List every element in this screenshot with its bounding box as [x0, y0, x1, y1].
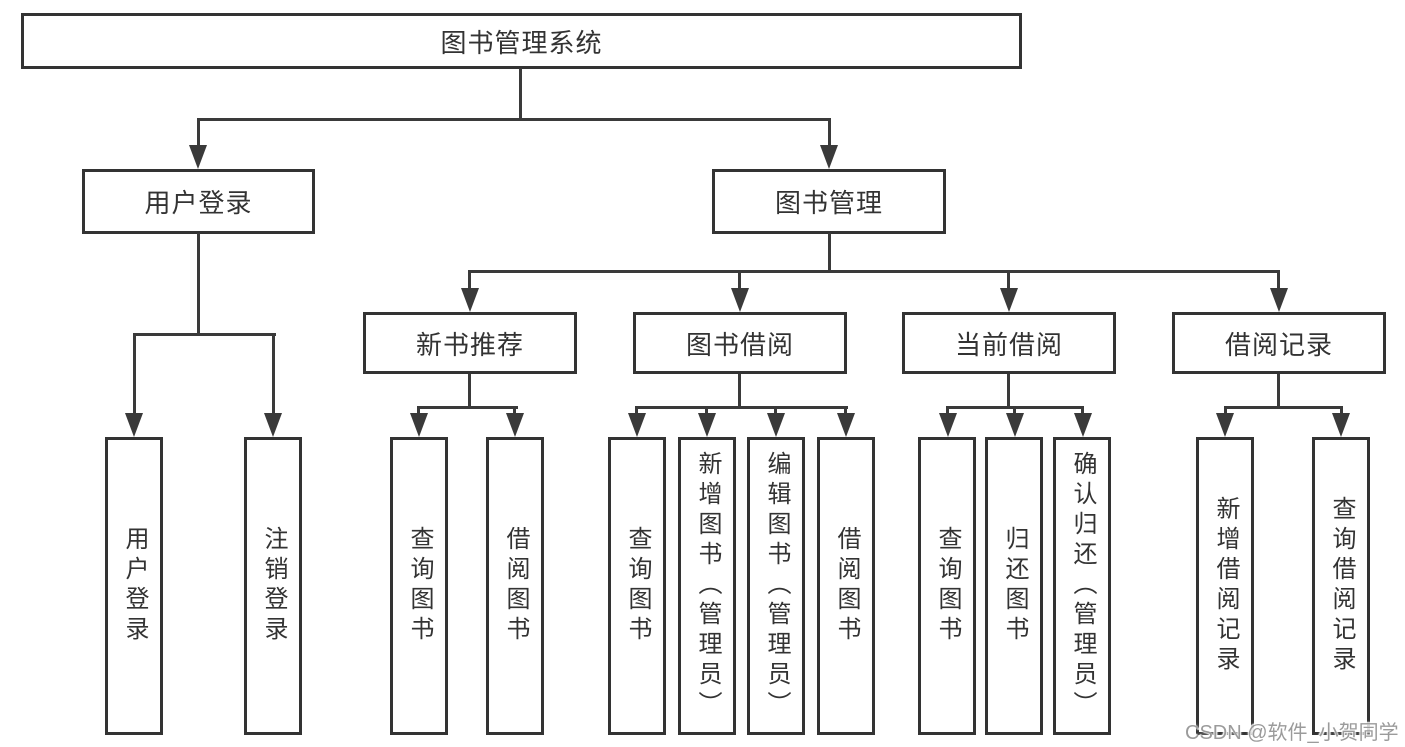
connector-line	[513, 406, 516, 416]
node-label: 查询图书	[624, 526, 651, 646]
connector-line	[418, 406, 518, 409]
arrow-down-icon	[820, 145, 838, 169]
node-label: 借阅记录	[1224, 329, 1333, 360]
connector-line	[468, 270, 471, 292]
connector-line	[1007, 374, 1010, 409]
connector-line	[1340, 406, 1343, 416]
leaf-query-books-recommend: 查询图书	[390, 437, 448, 735]
node-label: 借阅图书	[502, 526, 529, 646]
connector-line	[272, 333, 275, 415]
node-book-management: 图书管理	[712, 169, 946, 234]
connector-line	[636, 406, 848, 409]
csdn-watermark: CSDN @软件_小贺同学	[1185, 722, 1399, 744]
arrow-down-icon	[189, 145, 207, 169]
node-label: 查询图书	[406, 526, 433, 646]
node-label: 查询借阅记录	[1328, 496, 1355, 676]
node-label: 确认归还（管理员）	[1069, 451, 1096, 721]
connector-line	[738, 374, 741, 409]
node-label: 图书借阅	[685, 329, 794, 360]
arrow-down-icon	[1006, 413, 1024, 437]
connector-line	[738, 270, 741, 292]
node-user-login: 用户登录	[82, 169, 315, 234]
arrow-down-icon	[506, 413, 524, 437]
connector-line	[1013, 406, 1016, 416]
connector-line	[417, 406, 420, 416]
node-label: 编辑图书（管理员）	[763, 451, 790, 721]
connector-line	[1081, 406, 1084, 416]
node-label: 图书管理系统	[440, 27, 603, 58]
leaf-confirm-return-admin: 确认归还（管理员）	[1053, 437, 1111, 735]
arrow-down-icon	[1216, 413, 1234, 437]
node-label: 借阅图书	[833, 526, 860, 646]
node-label: 用户登录	[121, 526, 148, 646]
connector-line	[469, 270, 1280, 273]
arrow-down-icon	[1000, 288, 1018, 312]
node-new-book-recommend: 新书推荐	[363, 312, 577, 374]
leaf-return-book: 归还图书	[985, 437, 1043, 735]
connector-line	[197, 118, 831, 121]
arrow-down-icon	[1332, 413, 1350, 437]
arrow-down-icon	[767, 413, 785, 437]
connector-line	[705, 406, 708, 416]
connector-line	[774, 406, 777, 416]
node-label: 新增借阅记录	[1212, 496, 1239, 676]
leaf-user-login: 用户登录	[105, 437, 163, 735]
leaf-add-book-admin: 新增图书（管理员）	[678, 437, 736, 735]
arrow-down-icon	[1074, 413, 1092, 437]
connector-line	[1224, 406, 1343, 409]
arrow-down-icon	[461, 288, 479, 312]
node-label: 注销登录	[260, 526, 287, 646]
node-label: 用户登录	[144, 188, 253, 218]
connector-line	[844, 406, 847, 416]
leaf-query-books-current: 查询图书	[918, 437, 976, 735]
node-label: 当前借阅	[954, 329, 1063, 360]
node-label: 查询图书	[934, 526, 961, 646]
connector-line	[828, 233, 831, 272]
arrow-down-icon	[628, 413, 646, 437]
node-current-borrowing: 当前借阅	[902, 312, 1116, 374]
arrow-down-icon	[837, 413, 855, 437]
node-label: 新增图书（管理员）	[694, 451, 721, 721]
arrow-down-icon	[731, 288, 749, 312]
arrow-down-icon	[939, 413, 957, 437]
connector-line	[197, 118, 200, 148]
connector-line	[946, 406, 949, 416]
leaf-borrow-books: 借阅图书	[817, 437, 875, 735]
node-label: 图书管理	[774, 188, 883, 218]
leaf-add-borrow-record: 新增借阅记录	[1196, 437, 1254, 735]
connector-line	[1277, 270, 1280, 292]
connector-line	[133, 333, 136, 415]
node-book-borrowing: 图书借阅	[633, 312, 847, 374]
connector-line	[635, 406, 638, 416]
connector-line	[1224, 406, 1227, 416]
leaf-borrow-books-recommend: 借阅图书	[486, 437, 544, 735]
connector-line	[197, 233, 200, 335]
connector-line	[468, 374, 471, 409]
node-label: 新书推荐	[415, 329, 524, 360]
connector-line	[1277, 374, 1280, 409]
node-borrowing-records: 借阅记录	[1172, 312, 1386, 374]
connector-line	[133, 333, 276, 336]
node-label: 归还图书	[1001, 526, 1028, 646]
arrow-down-icon	[1270, 288, 1288, 312]
arrow-down-icon	[410, 413, 428, 437]
leaf-logout: 注销登录	[244, 437, 302, 735]
connector-line	[519, 68, 522, 120]
arrow-down-icon	[264, 413, 282, 437]
connector-line	[1007, 270, 1010, 292]
node-library-system: 图书管理系统	[21, 13, 1022, 69]
arrow-down-icon	[698, 413, 716, 437]
leaf-edit-book-admin: 编辑图书（管理员）	[747, 437, 805, 735]
leaf-query-books-borrow: 查询图书	[608, 437, 666, 735]
connector-line	[828, 118, 831, 148]
leaf-query-borrow-record: 查询借阅记录	[1312, 437, 1370, 735]
arrow-down-icon	[125, 413, 143, 437]
